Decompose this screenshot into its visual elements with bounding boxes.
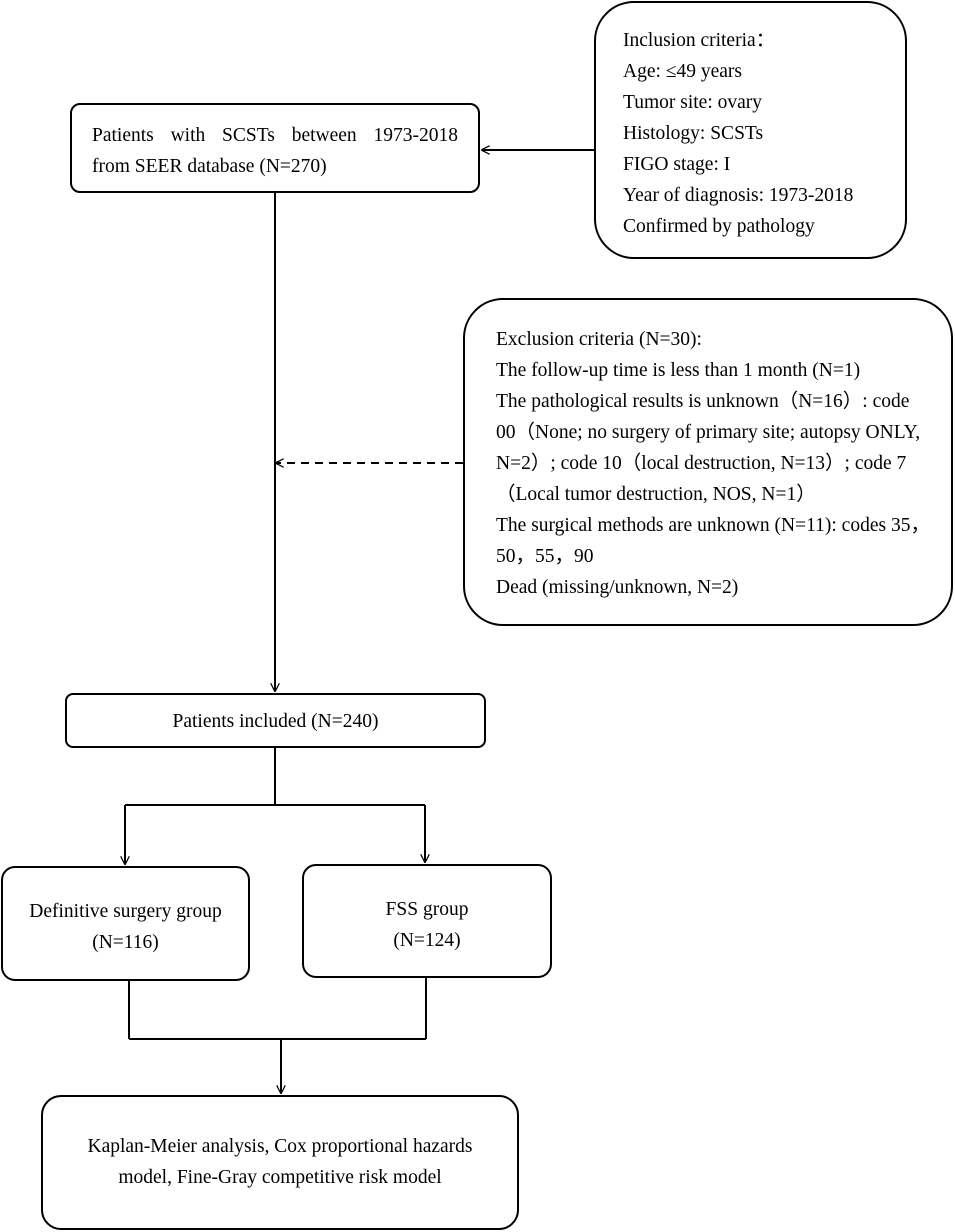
inclusion-age: Age: ≤49 years	[623, 61, 742, 82]
seer-patients-line-2: from SEER database (N=270)	[92, 156, 327, 177]
inclusion-criteria-box: Inclusion criteria： Age: ≤49 years Tumor…	[594, 1, 907, 259]
analysis-methods-box: Kaplan-Meier analysis, Cox proportional …	[41, 1095, 519, 1230]
patients-included-label: Patients included (N=240)	[172, 711, 379, 732]
seer-patients-line-1: Patients with SCSTs between 1973-2018	[92, 125, 458, 146]
inclusion-histology: Histology: SCSTs	[623, 123, 764, 144]
inclusion-criteria-title: Inclusion criteria：	[623, 30, 776, 51]
inclusion-pathology: Confirmed by pathology	[623, 216, 815, 237]
exclusion-dead: Dead (missing/unknown, N=2)	[496, 577, 739, 598]
fss-group-label: FSS group	[385, 899, 469, 920]
analysis-methods-line-2: model, Fine-Gray competitive risk model	[118, 1167, 442, 1188]
fss-group-box: FSS group (N=124)	[302, 864, 552, 978]
definitive-surgery-count: (N=116)	[92, 932, 159, 953]
inclusion-figo-stage: FIGO stage: I	[623, 154, 731, 175]
definitive-surgery-box: Definitive surgery group (N=116)	[1, 866, 250, 981]
exclusion-surgical-methods: The surgical methods are unknown (N=11):…	[496, 515, 930, 567]
seer-patients-box: Patients with SCSTs between 1973-2018 fr…	[70, 103, 480, 193]
exclusion-criteria-title: Exclusion criteria (N=30):	[496, 329, 702, 350]
analysis-methods-line-1: Kaplan-Meier analysis, Cox proportional …	[87, 1136, 473, 1157]
definitive-surgery-label: Definitive surgery group	[29, 901, 222, 922]
exclusion-criteria-box: Exclusion criteria (N=30): The follow-up…	[463, 298, 953, 626]
exclusion-followup: The follow-up time is less than 1 month …	[496, 360, 861, 381]
fss-group-count: (N=124)	[393, 930, 461, 951]
patients-included-box: Patients included (N=240)	[65, 693, 486, 748]
exclusion-pathology: The pathological results is unknown（N=16…	[496, 391, 921, 505]
inclusion-year: Year of diagnosis: 1973-2018	[623, 185, 854, 206]
inclusion-tumor-site: Tumor site: ovary	[623, 92, 763, 113]
